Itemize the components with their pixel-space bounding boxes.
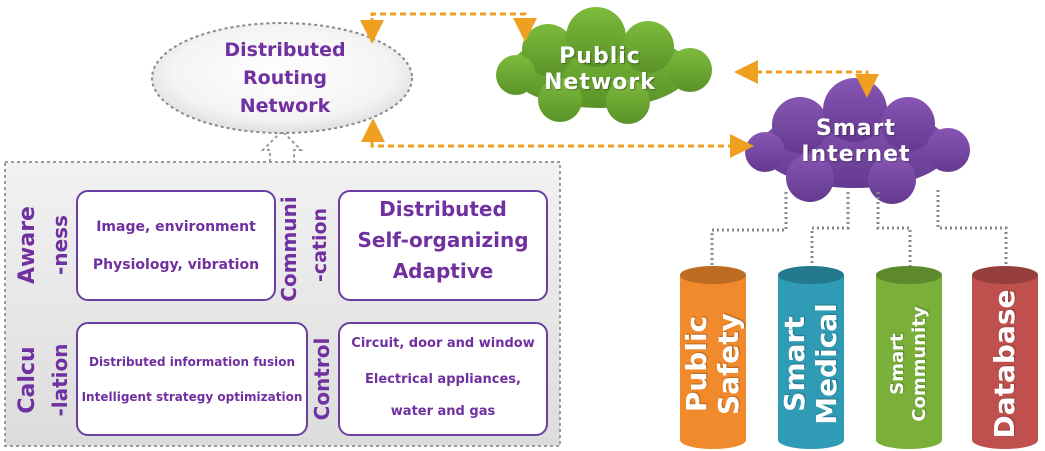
- routing-network-line-2: Routing: [243, 67, 327, 89]
- routing-network-label: Distributed Routing Network: [190, 36, 380, 120]
- public-network-line-1: Public: [559, 44, 641, 69]
- smart-community-cylinder: [876, 266, 942, 449]
- smart-community-label-line-2: Community: [909, 305, 930, 422]
- control-item-1: Circuit, door and window: [351, 336, 535, 351]
- database-label-line-1: Database: [988, 289, 1021, 439]
- routing-network-line-3: Network: [239, 95, 331, 117]
- database-cylinder: [972, 266, 1038, 449]
- public-safety-label-line-2: Safety: [712, 312, 745, 415]
- calculation-label-line-2: -lation: [48, 343, 72, 417]
- orange-links: [360, 12, 879, 158]
- control-label: Control: [310, 337, 334, 421]
- control-item-3: water and gas: [390, 404, 496, 419]
- calculation-box: Distributed information fusion Intellige…: [76, 322, 308, 436]
- smart-medical-label-line-1: Smart: [778, 315, 811, 412]
- control-item-2: Electrical appliances,: [365, 372, 521, 387]
- calculation-label-line-1: Calcu: [15, 346, 40, 414]
- smart-internet-line-1: Smart: [816, 116, 896, 141]
- smart-internet-cloud: [745, 78, 970, 204]
- awareness-item-1: Image, environment: [96, 219, 256, 235]
- calculation-item-1: Distributed information fusion: [88, 355, 296, 369]
- communication-box: Distributed Self-organizing Adaptive: [338, 190, 548, 301]
- awareness-box: Image, environment Physiology, vibration: [76, 190, 276, 301]
- public-safety-cylinder: [680, 266, 746, 449]
- routing-network-ellipse: [151, 22, 413, 134]
- communication-label-line-1: Communi: [277, 196, 301, 302]
- awareness-label-line-2: -ness: [48, 215, 72, 275]
- calculation-item-2: Intelligent strategy optimization: [81, 390, 303, 404]
- routing-network-line-1: Distributed: [224, 39, 346, 61]
- awareness-label-line-1: Aware: [15, 206, 40, 284]
- public-safety-label-line-1: Public: [680, 315, 713, 412]
- up-arrow-icon: [260, 129, 304, 162]
- awareness-item-2: Physiology, vibration: [92, 257, 260, 273]
- communication-item-2: Self-organizing: [357, 228, 529, 252]
- public-network-label: Public Network: [520, 44, 680, 96]
- smart-internet-label: Smart Internet: [776, 116, 936, 168]
- communication-item-3: Adaptive: [392, 259, 494, 283]
- public-network-line-2: Network: [544, 70, 656, 95]
- database-links: [710, 190, 1008, 270]
- communication-label-line-2: -cation: [309, 207, 331, 283]
- smart-community-label-line-1: Smart: [887, 332, 908, 395]
- smart-medical-label-line-2: Medical: [810, 302, 843, 425]
- control-box: Circuit, door and window Electrical appl…: [338, 322, 548, 436]
- public-network-cloud: [496, 7, 712, 124]
- communication-item-1: Distributed: [379, 197, 507, 221]
- smart-medical-cylinder: [778, 266, 844, 449]
- smart-internet-line-2: Internet: [801, 142, 911, 167]
